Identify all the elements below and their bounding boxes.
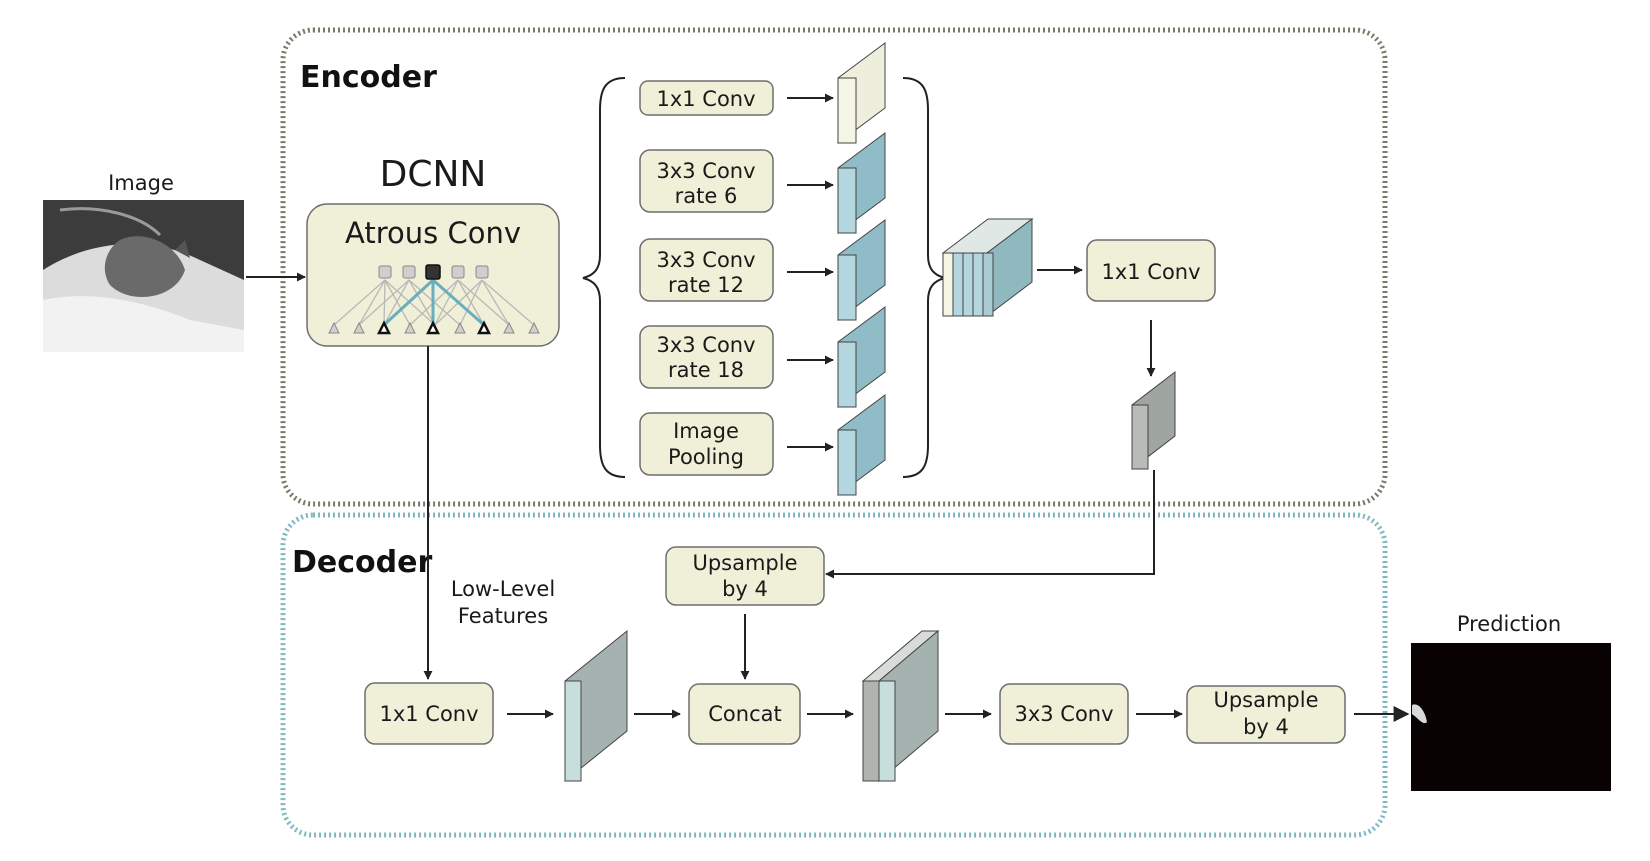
decoder-region — [280, 512, 1388, 838]
aspp-branch-rate12-line1: 3x3 Conv — [656, 248, 755, 272]
atrous-kernel-illustration — [328, 264, 540, 335]
encoder-region — [280, 27, 1388, 507]
encoder-output-slab — [1131, 370, 1176, 471]
upsample-bottom-line2: by 4 — [1243, 715, 1289, 739]
right-brace — [902, 77, 946, 478]
decoder-3x3-conv: 3x3 Conv — [999, 683, 1129, 745]
encoder-merge-conv: 1x1 Conv — [1086, 239, 1216, 302]
aspp-branch-rate18-line2: rate 18 — [668, 358, 744, 382]
upsample-top-line1: Upsample — [692, 551, 797, 575]
atrous-conv-label: Atrous Conv — [345, 216, 521, 250]
encoder-merge-conv-label: 1x1 Conv — [1101, 260, 1200, 284]
decoder-concat-stack — [861, 629, 940, 783]
aspp-branch-arrows — [787, 93, 834, 452]
concat-label: Concat — [708, 702, 781, 726]
aspp-branch-pooling-line1: Image — [673, 419, 739, 443]
upsample-top: Upsample by 4 — [665, 546, 825, 606]
aspp-branch-image-pooling: Image Pooling — [639, 412, 774, 476]
encoder-title: Encoder — [300, 60, 437, 95]
aspp-branch-rate6-line2: rate 6 — [675, 184, 738, 208]
decoder-1x1-conv-label: 1x1 Conv — [379, 702, 478, 726]
aspp-feature-slab-3 — [837, 219, 886, 321]
prediction-mask — [1411, 643, 1611, 791]
low-level-label-line1: Low-Level — [451, 577, 555, 601]
input-image-label: Image — [108, 171, 174, 195]
concat-box: Concat — [688, 683, 801, 745]
aspp-branch-rate18: 3x3 Conv rate 18 — [639, 325, 774, 389]
aspp-branch-rate6-line1: 3x3 Conv — [656, 159, 755, 183]
aspp-feature-slab-5 — [837, 394, 886, 496]
aspp-feature-slab-2 — [837, 132, 886, 234]
aspp-feature-slab-4 — [837, 306, 886, 408]
aspp-branch-pooling-line2: Pooling — [668, 445, 744, 469]
aspp-branch-rate6: 3x3 Conv rate 6 — [639, 149, 774, 213]
aspp-concat-stack — [941, 217, 1034, 318]
upsample-bottom-line1: Upsample — [1213, 688, 1318, 712]
aspp-branch-1x1: 1x1 Conv — [639, 80, 774, 116]
aspp-branch-rate12: 3x3 Conv rate 12 — [639, 238, 774, 302]
dcnn-title: DCNN — [380, 154, 487, 195]
decoder-3x3-conv-label: 3x3 Conv — [1014, 702, 1113, 726]
low-level-label-line2: Features — [458, 604, 548, 628]
encoder-to-upsample-arrow — [825, 470, 1155, 579]
decoder-1x1-conv: 1x1 Conv — [364, 682, 494, 745]
aspp-branch-rate12-line2: rate 12 — [668, 273, 744, 297]
decoder-title: Decoder — [292, 545, 432, 580]
upsample-bottom: Upsample by 4 — [1186, 685, 1346, 744]
left-brace — [582, 77, 626, 478]
prediction-label: Prediction — [1457, 612, 1561, 636]
aspp-feature-slab-1 — [837, 42, 886, 144]
upsample-top-line2: by 4 — [722, 577, 768, 601]
low-level-feature-slab — [564, 629, 628, 783]
input-image — [43, 200, 244, 352]
aspp-branch-rate18-line1: 3x3 Conv — [656, 333, 755, 357]
aspp-branch-1x1-label: 1x1 Conv — [656, 87, 755, 111]
